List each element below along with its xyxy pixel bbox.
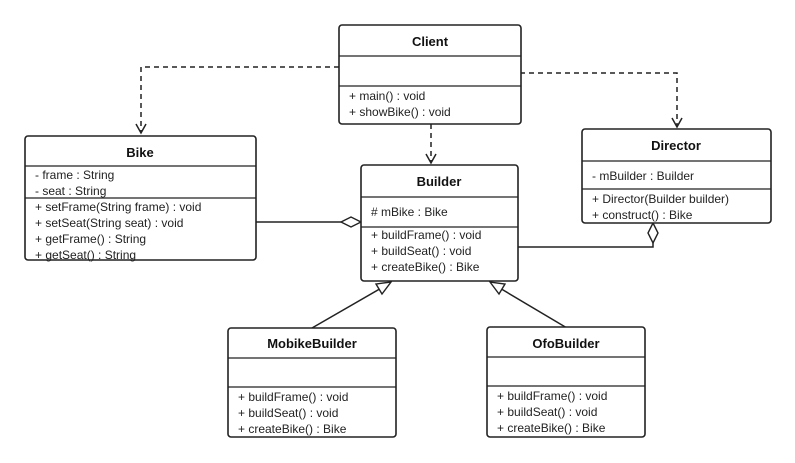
class-mobikebuilder[interactable]: MobikeBuilder + buildFrame() : void + bu… — [227, 327, 397, 438]
class-client[interactable]: Client + main() : void + showBike() : vo… — [338, 24, 522, 125]
class-ofobuilder-box — [486, 326, 646, 438]
aggregation-builder-bike-diamond — [339, 216, 363, 228]
class-mobikebuilder-name: MobikeBuilder — [267, 336, 357, 351]
class-director-operation: + construct() : Bike — [592, 208, 693, 222]
class-ofobuilder-operation: + buildFrame() : void — [497, 389, 607, 403]
class-builder-box — [360, 164, 519, 282]
class-client-box — [338, 24, 522, 125]
dependency-client-builder-arrowhead — [425, 153, 437, 165]
class-client-name: Client — [412, 34, 449, 49]
class-director-attribute: - mBuilder : Builder — [592, 169, 694, 183]
dependency-client-director — [520, 72, 678, 126]
generalization-ofo-builder — [497, 286, 568, 329]
class-builder-operation: + buildFrame() : void — [371, 228, 481, 242]
class-ofobuilder-operation: + createBike() : Bike — [497, 421, 606, 435]
class-builder-attribute: # mBike : Bike — [371, 205, 448, 219]
class-director-operation: + Director(Builder builder) — [592, 192, 729, 206]
generalization-mobike-builder — [311, 286, 384, 329]
class-director-box — [581, 128, 772, 224]
class-client-operation: + main() : void — [349, 89, 425, 103]
class-bike-attribute: - frame : String — [35, 168, 114, 182]
dependency-client-director-arrowhead — [671, 117, 683, 129]
class-ofobuilder-name: OfoBuilder — [532, 336, 599, 351]
class-mobikebuilder-operation: + buildSeat() : void — [238, 406, 338, 420]
dependency-client-bike — [140, 66, 339, 132]
class-bike-operation: + setFrame(String frame) : void — [35, 200, 201, 214]
class-builder-operation: + buildSeat() : void — [371, 244, 471, 258]
aggregation-director-builder-diamond — [647, 221, 659, 245]
class-ofobuilder-operation: + buildSeat() : void — [497, 405, 597, 419]
generalization-ofo-builder-arrowhead — [488, 281, 507, 296]
class-bike-operation: + setSeat(String seat) : void — [35, 216, 183, 230]
class-ofobuilder[interactable]: OfoBuilder + buildFrame() : void + build… — [486, 326, 646, 438]
aggregation-director-builder — [518, 243, 654, 248]
generalization-mobike-builder-arrowhead — [374, 281, 393, 296]
class-bike-attribute: - seat : String — [35, 184, 106, 198]
class-client-operation: + showBike() : void — [349, 105, 451, 119]
class-mobikebuilder-operation: + buildFrame() : void — [238, 390, 348, 404]
class-mobikebuilder-operation: + createBike() : Bike — [238, 422, 347, 436]
class-bike-name: Bike — [126, 145, 153, 160]
class-director-name: Director — [651, 138, 701, 153]
class-builder-operation: + createBike() : Bike — [371, 260, 480, 274]
class-bike[interactable]: Bike - frame : String - seat : String + … — [24, 135, 257, 262]
class-bike-operation: + getFrame() : String — [35, 232, 146, 246]
dependency-client-bike-arrowhead — [135, 123, 147, 135]
class-bike-operation: + getSeat() : String — [35, 248, 136, 262]
class-director[interactable]: Director - mBuilder : Builder + Director… — [581, 128, 772, 224]
class-builder-name: Builder — [417, 174, 462, 189]
class-mobikebuilder-box — [227, 327, 397, 438]
class-builder[interactable]: Builder # mBike : Bike + buildFrame() : … — [360, 164, 519, 282]
